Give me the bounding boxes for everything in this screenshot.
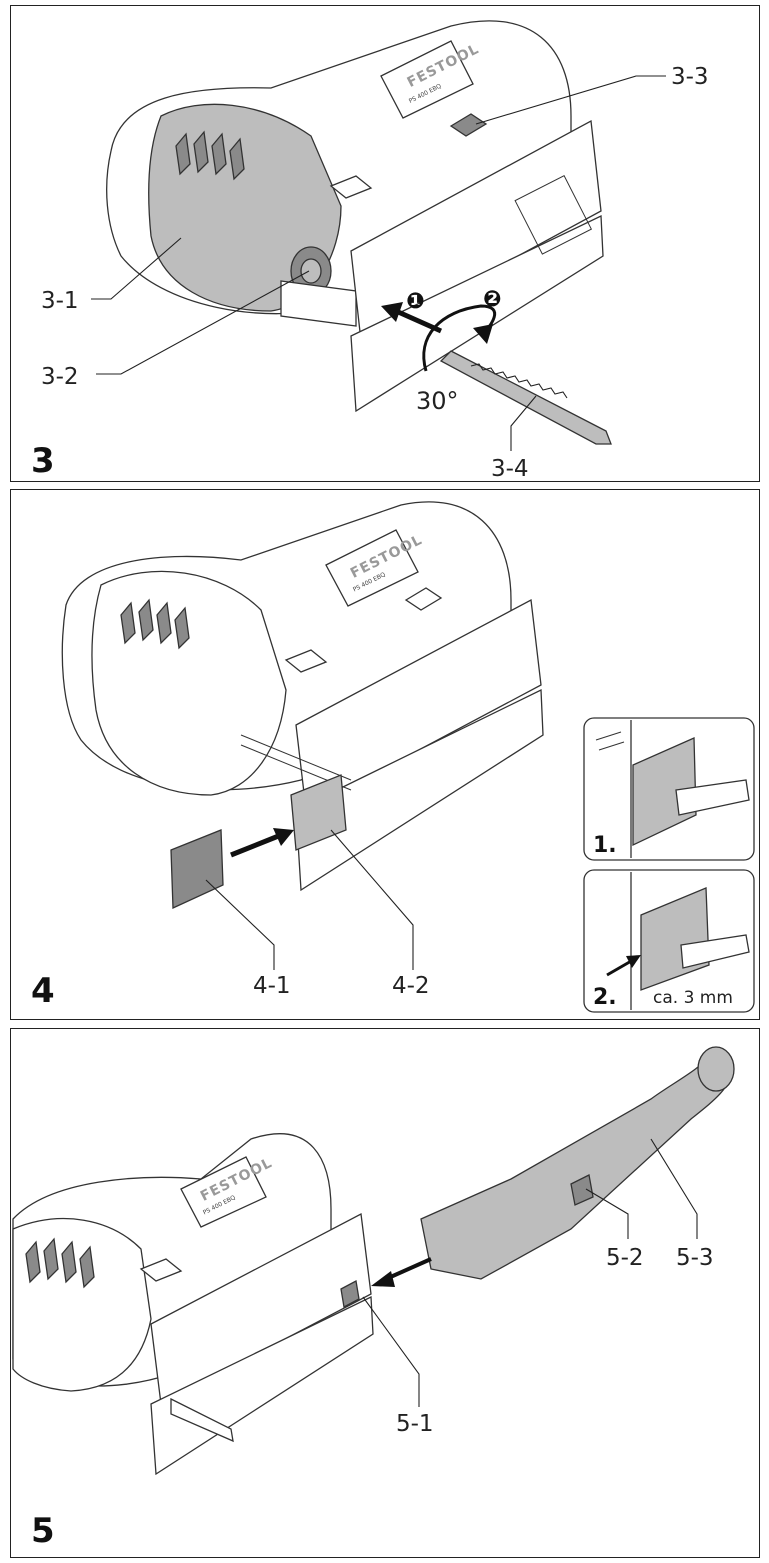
figure-5-panel: FESTOOL PS 400 EBQ 5-1 5-2 5-3 5 xyxy=(10,1028,760,1558)
rotate-arrowhead xyxy=(473,324,493,344)
leader-4-1 xyxy=(205,879,275,970)
inset-1-guard xyxy=(632,737,697,847)
saw-blade xyxy=(170,1397,234,1443)
label-5-1: 5-1 xyxy=(396,1411,434,1437)
blade-clamp-center xyxy=(300,258,322,284)
figure-5-drawing: FESTOOL PS 400 EBQ 5-1 5-2 5-3 5 xyxy=(12,1046,735,1551)
label-5-3: 5-3 xyxy=(676,1245,714,1271)
splinter-guard-insert-4-1[interactable] xyxy=(170,829,224,909)
label-4-2: 4-2 xyxy=(392,973,430,999)
guide-roller-bracket xyxy=(280,280,357,327)
leader-3-4 xyxy=(510,395,537,451)
motor-housing xyxy=(91,570,287,796)
switch-knob[interactable] xyxy=(139,1258,183,1282)
step-1-marker: ❶ xyxy=(406,289,425,314)
inset-2-arrow xyxy=(606,958,634,977)
base-plate-top xyxy=(295,598,542,812)
insert-arrowhead xyxy=(381,302,403,322)
label-4-1: 4-1 xyxy=(253,973,291,999)
label-5-2: 5-2 xyxy=(606,1245,644,1271)
inset-2-note: ca. 3 mm xyxy=(653,988,733,1008)
leader-4-2 xyxy=(330,829,414,970)
switch-knob[interactable] xyxy=(284,649,328,673)
insert-arrowhead xyxy=(371,1271,395,1287)
base-plate-top xyxy=(150,1212,372,1406)
inset-1-blade xyxy=(595,731,625,751)
lever[interactable] xyxy=(404,587,443,611)
base-plate-front xyxy=(350,214,604,413)
saw-blade xyxy=(439,350,612,445)
hose-connector xyxy=(697,1046,735,1092)
figure-3-drawing: FESTOOL PS 400 EBQ ❶ ❷ 30° 3-1 3-2 3-3 3… xyxy=(31,20,709,482)
leader-3-3 xyxy=(475,75,666,125)
figure-4-panel: FESTOOL PS 400 EBQ 4-1 4-2 4 1. 2. ca. 3… xyxy=(10,489,760,1020)
base-plate-front xyxy=(295,688,544,892)
vent-slots xyxy=(25,1237,95,1289)
leader-5-1 xyxy=(362,1296,420,1407)
figure-number-3: 3 xyxy=(31,441,55,481)
label-3-2: 3-2 xyxy=(41,364,79,390)
label-3-3: 3-3 xyxy=(671,64,709,90)
figure-3-panel: FESTOOL PS 400 EBQ ❶ ❷ 30° 3-1 3-2 3-3 3… xyxy=(10,5,760,482)
label-3-4: 3-4 xyxy=(491,456,529,482)
insert-arrowhead xyxy=(273,828,294,846)
figure-number-5: 5 xyxy=(31,1511,55,1551)
label-3-1: 3-1 xyxy=(41,288,79,314)
inset-2-step: 2. xyxy=(593,985,617,1010)
angle-label: 30° xyxy=(416,387,459,415)
step-2-marker: ❷ xyxy=(483,287,502,312)
leader-3-2 xyxy=(96,270,310,375)
blade-teeth xyxy=(470,363,568,399)
inset-1-blade-teeth xyxy=(675,779,750,816)
leader-3-1 xyxy=(91,237,182,300)
vent-slots xyxy=(175,130,245,181)
plate-slot xyxy=(514,174,593,255)
lever-3-3[interactable] xyxy=(449,113,488,137)
base-plate-top xyxy=(350,119,602,343)
inset-2-arrowhead xyxy=(626,955,641,968)
insert-arrow xyxy=(385,1257,432,1281)
insert-arrow xyxy=(230,832,282,858)
switch-knob[interactable] xyxy=(329,175,373,199)
latch-5-2[interactable] xyxy=(570,1174,594,1206)
leader-5-2 xyxy=(585,1188,629,1239)
connector-5-1[interactable] xyxy=(340,1280,360,1308)
vent-slots xyxy=(120,598,190,650)
inset-2-blade-teeth xyxy=(680,934,750,969)
leader-5-3 xyxy=(650,1138,698,1239)
figure-number-4: 4 xyxy=(31,971,55,1011)
figure-4-drawing: FESTOOL PS 400 EBQ 4-1 4-2 4 1. 2. ca. 3… xyxy=(31,501,755,1013)
inset-1-step: 1. xyxy=(593,833,617,858)
rotate-arrow xyxy=(422,304,497,372)
